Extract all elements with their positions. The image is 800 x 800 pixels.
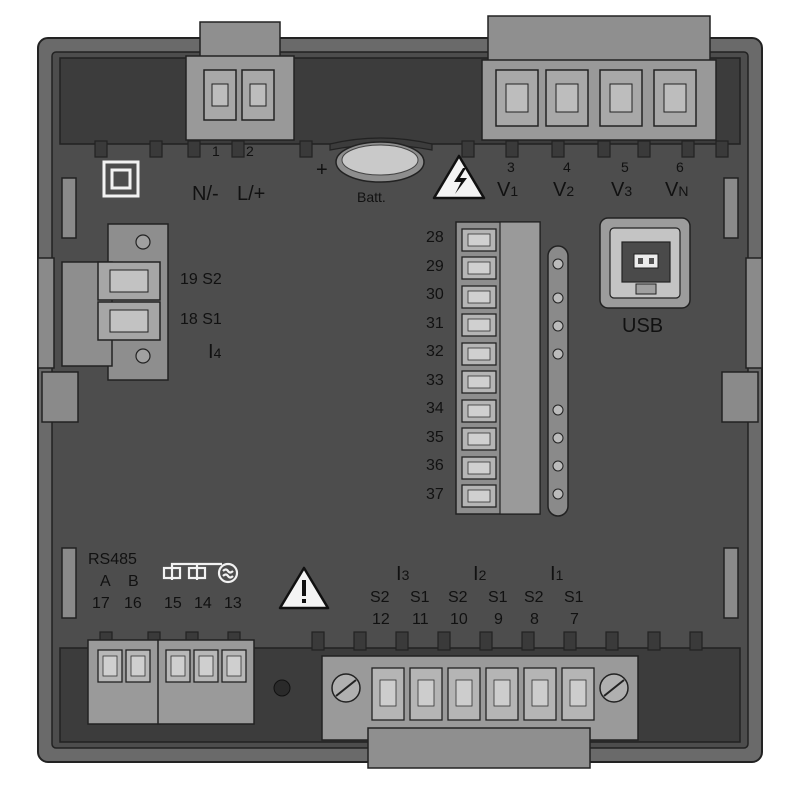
terminal-9-s1-label: S1 [488,589,508,606]
terminal-11-s1-label: S1 [410,589,430,606]
terminal-3-label: V1 [497,179,519,201]
rs485-a-label: A [100,573,111,590]
side-clips [37,177,763,619]
rs485-relay-connector[interactable] [87,639,255,725]
digital-io-terminal-number: 29 [426,257,444,275]
battery-compartment [329,137,433,183]
terminal-14-number: 14 [194,595,212,612]
terminal-13-number: 13 [224,595,242,612]
digital-io-terminal-number: 34 [426,400,444,417]
terminal-10-s2-label: S2 [448,589,468,606]
digital-io-terminal-number: 32 [426,343,444,360]
terminal-17-number: 17 [92,595,110,612]
digital-io-terminal-number: 30 [426,286,444,303]
terminal-1-number: 1 [212,143,220,159]
terminal-12-s2-label: S2 [370,589,390,606]
rs485-b-label: B [128,573,139,590]
digital-io-terminal-number: 35 [426,428,444,446]
usb-port-icon[interactable] [599,217,691,309]
led-indicator-strip [547,245,569,517]
digital-io-terminal-number: 28 [426,229,444,246]
top-rail-notches [94,140,729,158]
terminal-7-number: 7 [570,611,579,628]
rs485-label: RS485 [88,551,137,568]
terminal-6-label: VN [665,179,689,201]
i4-terminal-block[interactable] [61,223,169,381]
terminal-9-number: 9 [494,611,503,628]
current-input-connector[interactable] [321,655,639,769]
current-input-i2-label: I2 [473,563,487,585]
terminal-4-label: V2 [553,179,575,201]
terminal-19-label: 19 S2 [180,271,222,288]
digital-io-terminal-number: 31 [426,314,444,332]
terminal-5-number: 5 [621,159,629,175]
relay-output-icon [162,562,239,584]
terminal-12-number: 12 [372,611,390,628]
terminal-1-label: N/- [192,183,219,205]
current-input-i3-label: I3 [396,563,410,585]
current-input-i1-label: I1 [550,563,564,585]
terminal-4-number: 4 [563,159,571,175]
terminal-8-s2-label: S2 [524,589,544,606]
terminal-3-number: 3 [507,159,515,175]
terminal-15-number: 15 [164,595,182,612]
terminal-10-number: 10 [450,611,468,628]
digital-io-terminal-number: 33 [426,371,444,389]
usb-label: USB [622,315,664,337]
digital-io-terminal-number: 36 [426,457,444,474]
terminal-6-number: 6 [676,159,684,175]
terminal-2-label: L/+ [237,183,266,205]
terminal-5-label: V3 [611,179,633,201]
digital-io-terminal-number: 37 [426,485,444,503]
terminal-11-number: 11 [412,611,429,628]
digital-io-terminal-block[interactable] [455,221,541,515]
terminal-16-number: 16 [124,595,142,612]
battery-label: Batt. [357,189,386,205]
current-input-i4-label: I4 [208,341,222,363]
general-warning-icon [278,566,330,610]
terminal-2-number: 2 [246,143,254,159]
voltage-connector[interactable] [481,15,717,141]
high-voltage-warning-icon [432,154,486,200]
mounting-hole [273,679,291,697]
double-insulation-icon [102,160,140,198]
terminal-18-label: 18 S1 [180,311,222,328]
terminal-7-s1-label: S1 [564,589,584,606]
battery-plus-label: + [316,159,328,181]
terminal-8-number: 8 [530,611,539,628]
supply-connector[interactable] [185,21,295,141]
